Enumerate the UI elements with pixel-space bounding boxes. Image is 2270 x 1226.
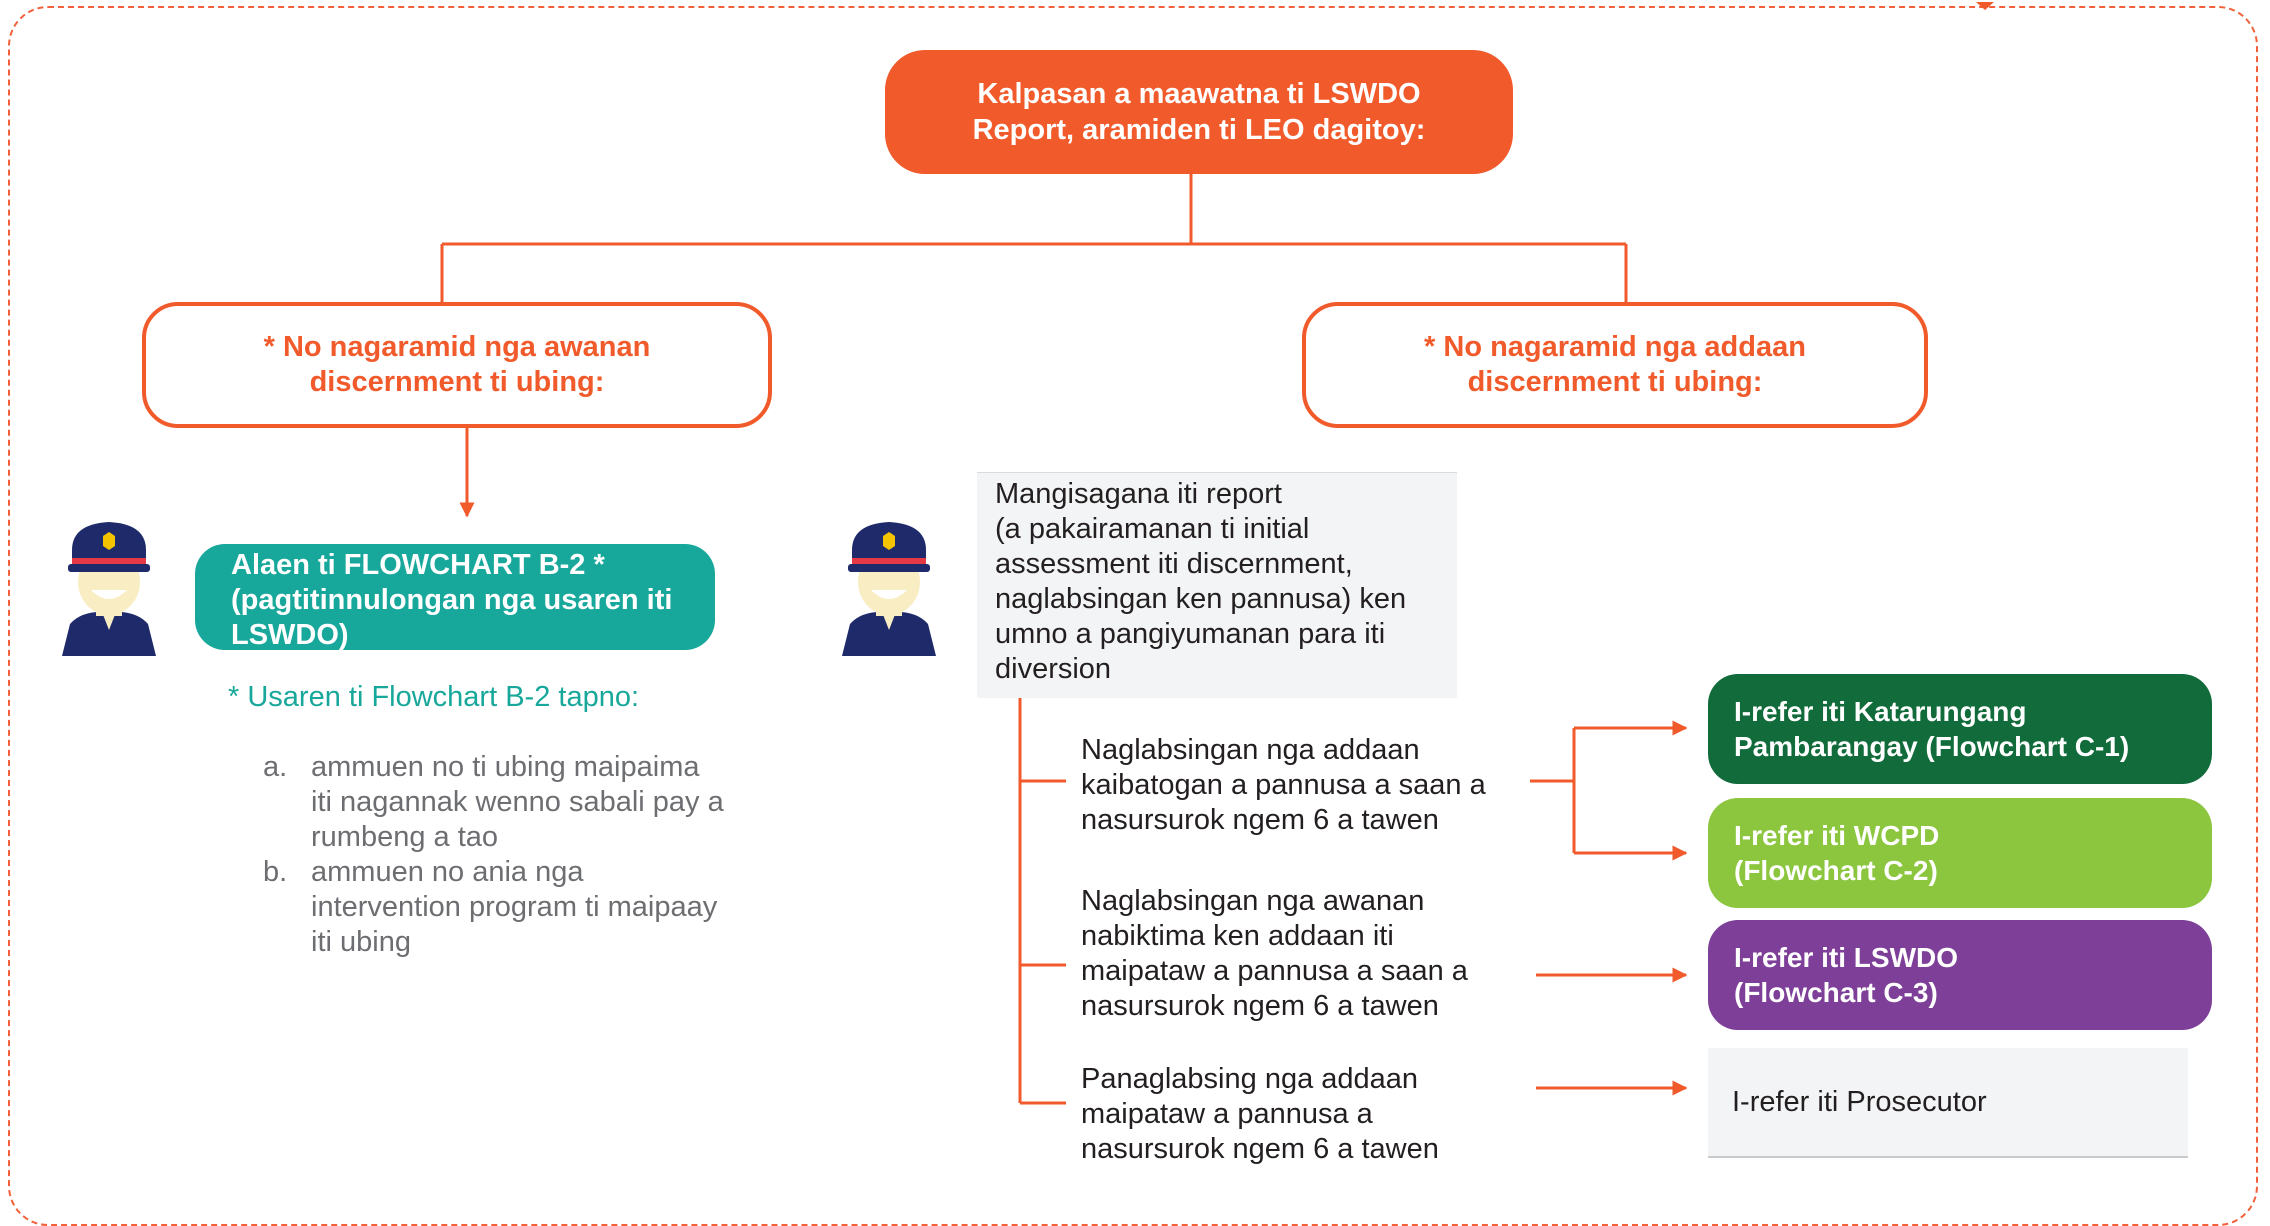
top-step-box: Kalpasan a maawatna ti LSWDO Report, ara… (885, 50, 1513, 174)
flowchart-b2-box[interactable]: Alaen ti FLOWCHART B-2 * (pagtitinnulong… (195, 544, 715, 651)
target-line: I-refer iti Prosecutor (1732, 1085, 1987, 1118)
flowchart-b2-line-1: Alaen ti FLOWCHART B-2 * (231, 549, 605, 581)
target-wcpd[interactable]: I-refer iti WCPD (Flowchart C-2) (1708, 798, 2212, 908)
usaren-item-line: rumbeng a tao (311, 821, 499, 853)
branch-text-3: Panaglabsing nga addaan maipataw a pannu… (1081, 1062, 1531, 1167)
branch-line: Naglabsingan nga awanan (1081, 885, 1425, 917)
branch-line: kaibatogan a pannusa a saan a (1081, 769, 1486, 801)
target-line: I-refer iti Katarungang (1734, 696, 2027, 727)
target-line: (Flowchart C-3) (1734, 977, 1938, 1008)
with-discernment-box: * No nagaramid nga addaan discernment ti… (1302, 302, 1928, 428)
target-line: (Flowchart C-2) (1734, 855, 1938, 886)
frame-arrow-tip (1976, 2, 1994, 10)
branch-line: nabiktima ken addaan iti (1081, 920, 1394, 952)
branch-line: Naglabsingan nga addaan (1081, 734, 1420, 766)
usaren-heading: * Usaren ti Flowchart B-2 tapno: (228, 681, 640, 713)
report-line: umno a pangiyumanan para iti (995, 618, 1386, 650)
usaren-item-line: iti ubing (311, 926, 411, 958)
usaren-item-line: iti nagannak wenno sabali pay a (311, 786, 724, 818)
police-officer-icon (62, 522, 156, 656)
report-line: (a pakairamanan ti initial (995, 513, 1310, 545)
report-line: naglabsingan ken pannusa) ken (995, 583, 1407, 615)
with-discernment-line-2: discernment ti ubing: (1467, 366, 1763, 398)
target-prosecutor[interactable]: I-refer iti Prosecutor (1708, 1048, 2188, 1158)
usaren-item-a: a. ammuen no ti ubing maipaima iti nagan… (263, 750, 783, 855)
target-katarungang-pambarangay[interactable]: I-refer iti Katarungang Pambarangay (Flo… (1708, 674, 2212, 784)
branch-line: nasursurok ngem 6 a tawen (1081, 990, 1439, 1022)
branch-text-2: Naglabsingan nga awanan nabiktima ken ad… (1081, 884, 1531, 1024)
no-discernment-box: * No nagaramid nga awanan discernment ti… (142, 302, 772, 428)
no-discernment-line-2: discernment ti ubing: (309, 366, 605, 398)
branch-line: nasursurok ngem 6 a tawen (1081, 804, 1439, 836)
usaren-item-b: b. ammuen no ania nga intervention progr… (263, 855, 783, 960)
target-lswdo[interactable]: I-refer iti LSWDO (Flowchart C-3) (1708, 920, 2212, 1030)
list-marker: b. (263, 856, 288, 888)
police-officer-icon (842, 522, 936, 656)
usaren-list: a. ammuen no ti ubing maipaima iti nagan… (263, 750, 783, 960)
report-line: Mangisagana iti report (995, 478, 1282, 510)
top-step-line-2: Report, aramiden ti LEO dagitoy: (972, 114, 1426, 146)
flowchart-b2-line-3: LSWDO) (231, 619, 349, 651)
report-line: diversion (995, 653, 1112, 685)
report-box: Mangisagana iti report (a pakairamanan t… (977, 472, 1457, 698)
branch-line: nasursurok ngem 6 a tawen (1081, 1133, 1439, 1165)
target-line: I-refer iti WCPD (1734, 820, 1940, 851)
usaren-item-line: ammuen no ania nga (311, 856, 584, 888)
with-discernment-line-1: * No nagaramid nga addaan (1424, 331, 1806, 363)
branch-line: maipataw a pannusa a (1081, 1098, 1373, 1130)
no-discernment-line-1: * No nagaramid nga awanan (263, 331, 651, 363)
branch-text-1: Naglabsingan nga addaan kaibatogan a pan… (1081, 733, 1531, 838)
list-marker: a. (263, 751, 288, 783)
report-line: assessment iti discernment, (995, 548, 1353, 580)
target-line: Pambarangay (Flowchart C-1) (1734, 731, 2130, 762)
top-step-line-1: Kalpasan a maawatna ti LSWDO (977, 78, 1421, 110)
branch-line: Panaglabsing nga addaan (1081, 1063, 1419, 1095)
usaren-item-line: ammuen no ti ubing maipaima (311, 751, 700, 783)
usaren-item-line: intervention program ti maipaay (311, 891, 718, 923)
branch-line: maipataw a pannusa a saan a (1081, 955, 1468, 987)
flowchart-b2-line-2: (pagtitinnulongan nga usaren iti (231, 584, 673, 616)
target-line: I-refer iti LSWDO (1734, 942, 1959, 973)
